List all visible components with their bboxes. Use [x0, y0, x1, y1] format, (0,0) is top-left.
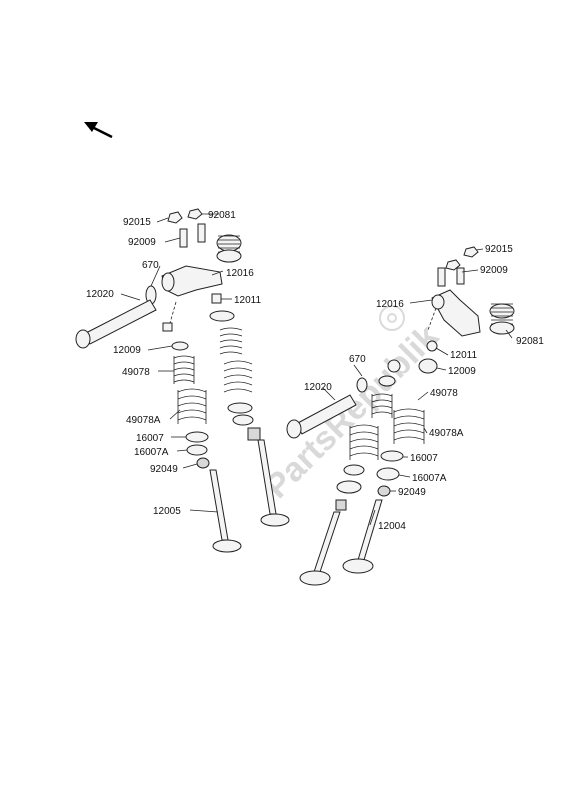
label-92049-right: 92049 — [398, 487, 426, 498]
label-670-left: 670 — [142, 260, 159, 271]
label-49078A-left: 49078A — [126, 415, 161, 426]
rocker-shaft-12020-right — [286, 394, 357, 439]
watermark-gear-icon — [379, 305, 405, 331]
right-assembly — [286, 246, 515, 586]
nut-92081-left-top — [187, 208, 203, 220]
spring-49078-left — [173, 355, 195, 384]
label-92049-left: 92049 — [150, 464, 178, 475]
spring-92081-left — [216, 234, 242, 263]
spring-column-left-2 — [219, 327, 261, 441]
adjuster-92009-right — [456, 267, 465, 285]
label-12020-left: 12020 — [86, 289, 114, 300]
label-16007-right: 16007 — [410, 453, 438, 464]
nut-92015-right — [463, 246, 479, 258]
valve-12004 — [342, 499, 383, 574]
label-12009-right: 12009 — [448, 366, 476, 377]
label-49078-left: 49078 — [122, 367, 150, 378]
valve-12005 — [209, 469, 242, 553]
adjuster-92009-left-1 — [179, 228, 188, 248]
left-assembly — [75, 208, 290, 553]
spring-49078A-left — [177, 388, 207, 424]
adjuster-92009-left-2 — [197, 223, 206, 243]
label-670-right: 670 — [349, 354, 366, 365]
spring-49078A-right — [393, 408, 425, 444]
part-right-small — [387, 359, 401, 373]
seal-92049-right — [377, 485, 391, 497]
seat-16007A-left — [186, 444, 208, 456]
part-12011-right — [426, 340, 438, 352]
direction-arrow-icon — [84, 122, 113, 139]
label-92015-right: 92015 — [485, 244, 513, 255]
label-12011-left: 12011 — [234, 295, 262, 306]
label-49078-right: 49078 — [430, 388, 458, 399]
spring-92081-right — [489, 303, 515, 335]
label-12004: 12004 — [378, 521, 406, 532]
rocker-shaft-12020-left — [75, 299, 157, 349]
adjuster-right-1 — [437, 267, 446, 287]
label-92081-right: 92081 — [516, 336, 544, 347]
label-92015-left: 92015 — [123, 217, 151, 228]
rocker-arm-end-left — [161, 272, 175, 292]
label-49078A-right: 49078A — [429, 428, 464, 439]
collet-12009-right — [418, 358, 438, 374]
label-92081-left: 92081 — [208, 210, 236, 221]
part-labels: 92015 92081 92009 670 12016 12020 12011 … — [86, 210, 544, 532]
nut-92015-left — [167, 211, 183, 224]
label-12016-left: 12016 — [226, 268, 254, 279]
valve-right-2 — [299, 511, 341, 586]
label-16007A-left: 16007A — [134, 447, 169, 458]
label-12016-right: 12016 — [376, 299, 404, 310]
seal-92049-left — [196, 457, 210, 469]
seat-16007-right — [380, 450, 404, 462]
retainer-right-small — [378, 375, 396, 387]
label-92009-right: 92009 — [480, 265, 508, 276]
label-92009-left: 92009 — [128, 237, 156, 248]
seat-16007A-right — [376, 467, 400, 481]
spring-column-right-2 — [335, 424, 379, 511]
label-16007A-right: 16007A — [412, 473, 447, 484]
label-12005: 12005 — [153, 506, 181, 517]
label-16007-left: 16007 — [136, 433, 164, 444]
retainer-left-2 — [209, 310, 235, 322]
seat-16007-left — [185, 431, 209, 443]
part-12011-left — [211, 293, 222, 304]
label-12011-right: 12011 — [450, 350, 478, 361]
valve-left-2 — [257, 439, 290, 527]
rocker-arm-end-right — [431, 294, 445, 310]
label-12020-right: 12020 — [304, 382, 332, 393]
spring-49078-right — [371, 393, 393, 418]
label-12009-left: 12009 — [113, 345, 141, 356]
part-12009-left-cap — [162, 322, 173, 332]
collet-12009-left — [171, 341, 189, 351]
o-ring-670-right — [356, 377, 368, 393]
